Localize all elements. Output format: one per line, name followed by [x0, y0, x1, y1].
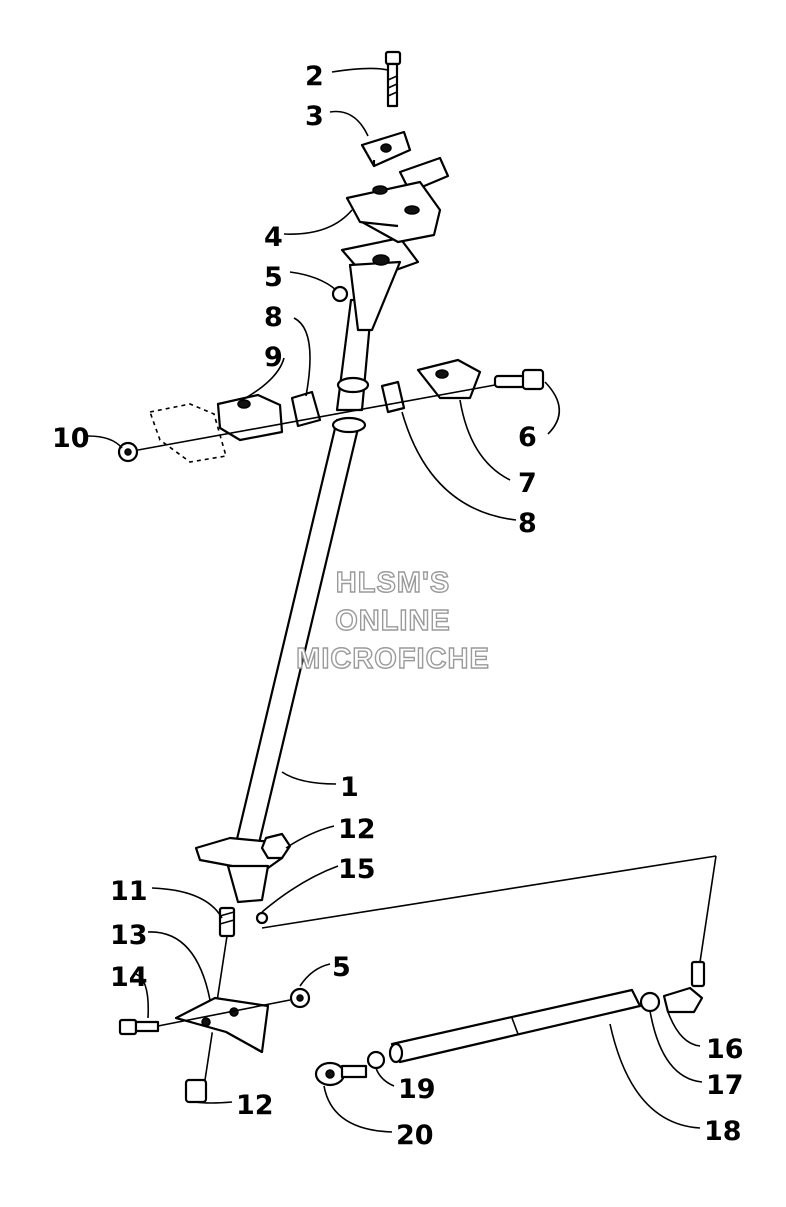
tie-rod: [388, 988, 642, 1064]
cotter-pin: [255, 911, 269, 925]
nut-12-upper: [260, 832, 292, 860]
bolt: [384, 50, 402, 108]
callout-7: 7: [518, 468, 537, 499]
callout-19: 19: [398, 1074, 436, 1105]
callout-15: 15: [338, 854, 376, 885]
right-clamp: [416, 358, 482, 400]
plate-bolt: [118, 1018, 160, 1036]
callout-10: 10: [52, 423, 90, 454]
upper-clamp: [360, 130, 450, 194]
callout-8-upper: 8: [264, 302, 283, 333]
callout-12-upper: 12: [338, 814, 376, 845]
watermark-line-3: MICROFICHE: [296, 643, 490, 675]
callout-5-upper: 5: [264, 262, 283, 293]
rod-end: [314, 1061, 368, 1087]
watermark: HLSM'S ONLINE MICROFICHE: [295, 566, 490, 675]
tie-rod-end: [662, 960, 706, 1014]
left-clamp: [216, 393, 284, 442]
callout-5-lower: 5: [332, 952, 351, 983]
callout-16: 16: [706, 1034, 744, 1065]
jam-nut-right: [639, 991, 661, 1013]
nut-left: [117, 441, 139, 463]
callout-8-lower: 8: [518, 508, 537, 539]
callout-6: 6: [518, 422, 537, 453]
bushing-right: [380, 380, 406, 414]
nut-upper: [331, 285, 349, 303]
callout-20: 20: [396, 1120, 434, 1151]
top-plate: [340, 236, 420, 332]
watermark-line-1: HLSM'S: [336, 567, 450, 599]
lower-clamp: [345, 180, 442, 244]
callout-17: 17: [706, 1070, 744, 1101]
callout-13: 13: [110, 920, 148, 951]
callouts: 2 3 4 5 8 9 10 6 7 8 1 12 15 11 13 14 5 …: [52, 61, 744, 1151]
callout-18: 18: [704, 1116, 742, 1147]
jam-nut-left: [366, 1050, 386, 1070]
callout-12-lower: 12: [236, 1090, 274, 1121]
callout-14: 14: [110, 962, 148, 993]
watermark-line-2: ONLINE: [335, 605, 451, 637]
nut-lower: [289, 987, 311, 1009]
callout-4: 4: [264, 222, 283, 253]
callout-11: 11: [110, 876, 148, 907]
clamp-bolt: [493, 368, 545, 391]
bearing-plate: [174, 996, 270, 1054]
steering-post: [194, 298, 374, 904]
leader-lines: [87, 67, 703, 1133]
callout-3: 3: [305, 101, 324, 132]
callout-1: 1: [340, 772, 359, 803]
mount-bracket-ghost: [148, 403, 228, 463]
callout-2: 2: [305, 61, 324, 92]
callout-9: 9: [264, 342, 283, 373]
nut-12-lower: [184, 1078, 208, 1104]
